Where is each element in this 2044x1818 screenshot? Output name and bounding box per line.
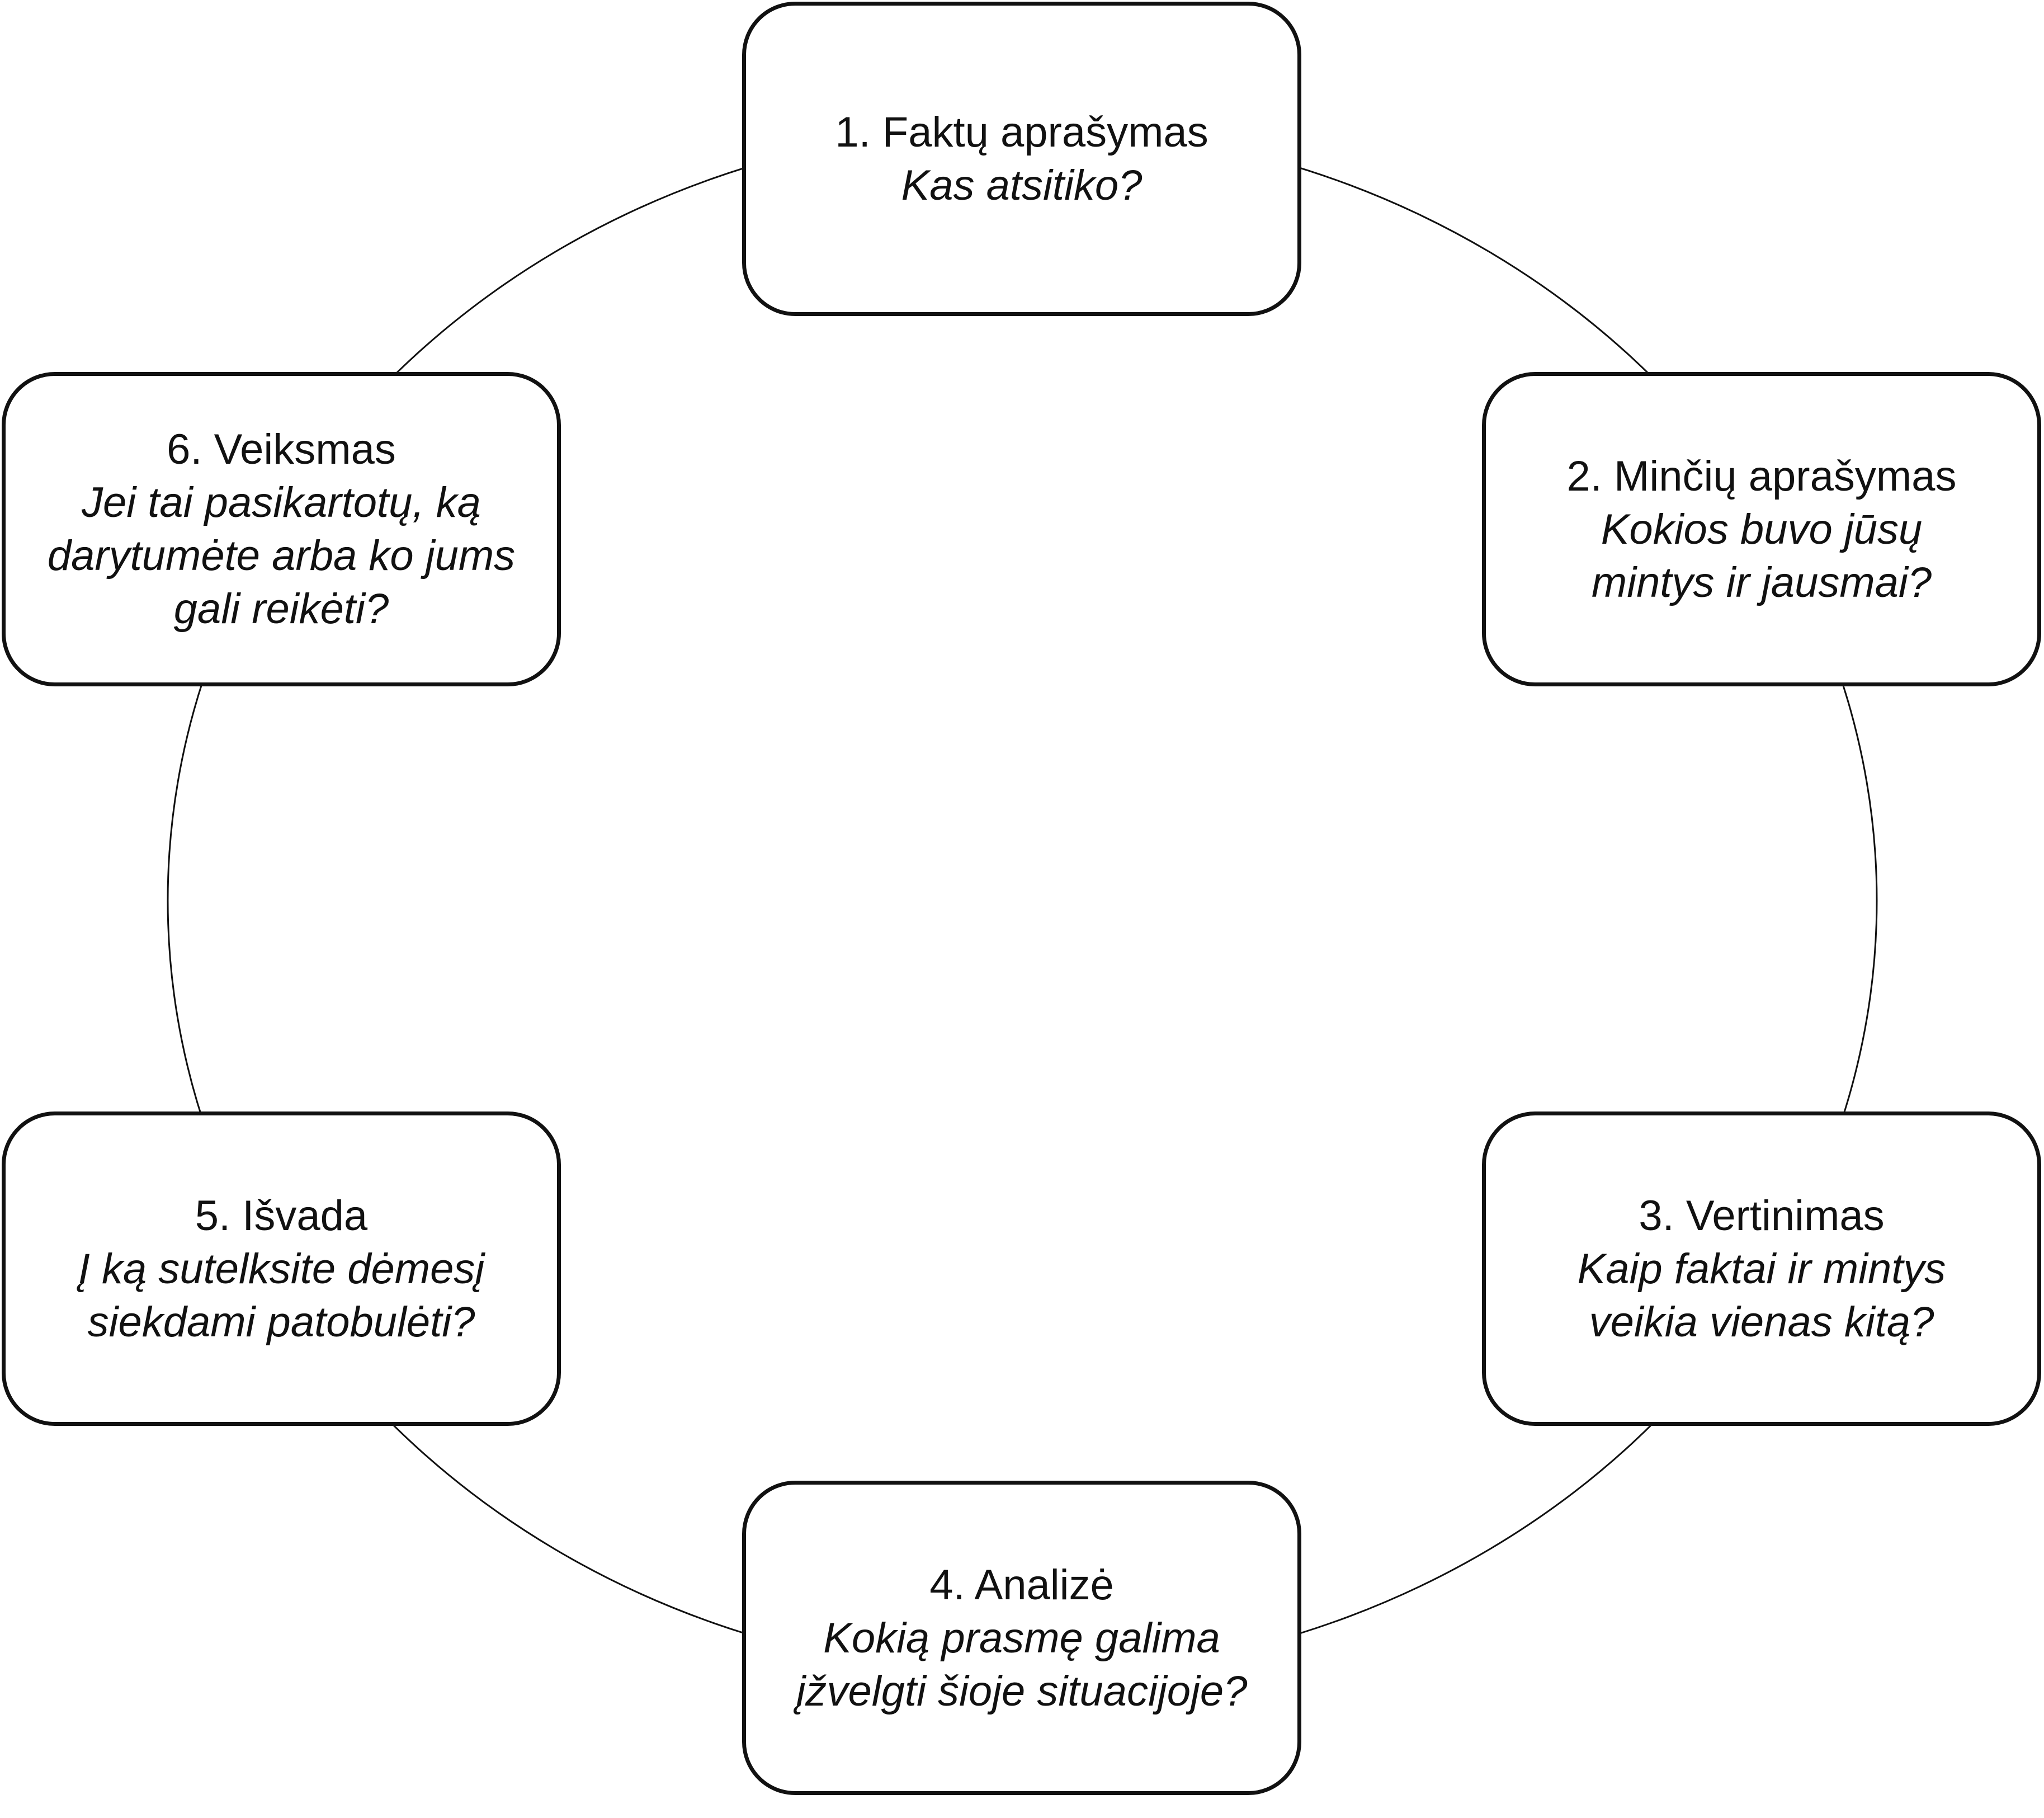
stage-action-box: 6. Veiksmas Jei tai pasikartotų, ką dary… (2, 372, 561, 686)
stage-action-question: Jei tai pasikartotų, ką darytumėte arba … (47, 479, 516, 633)
stage-analysis-question: Kokią prasmę galima įžvelgti šioje situa… (796, 1614, 1248, 1715)
stage-facts-box: 1. Faktų aprašymas Kas atsitiko? (742, 2, 1301, 316)
stage-conclusion-question: Į ką sutelksite dėmesį siekdami patobulė… (78, 1245, 485, 1346)
stage-action-title: 6. Veiksmas (167, 426, 396, 473)
stage-facts-question: Kas atsitiko? (901, 162, 1143, 209)
cycle-circle (167, 125, 1878, 1676)
stage-evaluation-question: Kaip faktai ir mintys veikia vienas kitą… (1577, 1245, 1946, 1346)
stage-analysis-box: 4. Analizė Kokią prasmę galima įžvelgti … (742, 1481, 1301, 1795)
stage-thoughts-title: 2. Minčių aprašymas (1566, 452, 1957, 500)
stage-evaluation-title: 3. Vertinimas (1639, 1191, 1885, 1240)
stage-thoughts-box: 2. Minčių aprašymas Kokios buvo jūsų min… (1482, 372, 2041, 686)
stage-analysis-title: 4. Analizė (929, 1561, 1114, 1609)
stage-evaluation-box: 3. Vertinimas Kaip faktai ir mintys veik… (1482, 1111, 2041, 1426)
stage-facts-title: 1. Faktų aprašymas (835, 109, 1209, 156)
stage-conclusion-box: 5. Išvada Į ką sutelksite dėmesį siekdam… (2, 1111, 561, 1426)
stage-conclusion-title: 5. Išvada (195, 1191, 368, 1240)
stage-thoughts-question: Kokios buvo jūsų mintys ir jausmai? (1591, 505, 1932, 606)
